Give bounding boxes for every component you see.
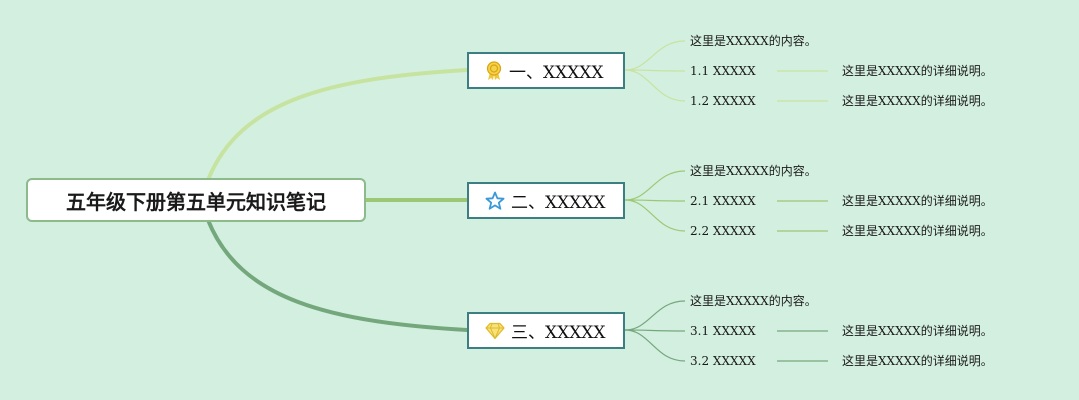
branch-topic-2[interactable]: 二、XXXXX	[467, 182, 625, 219]
trunk-connector-1	[206, 68, 469, 182]
branch-label-1: 一、XXXXX	[509, 63, 604, 83]
subtopic-3-1-detail[interactable]: 这里是XXXXX的详细说明。	[842, 324, 993, 338]
subtopic-1-2[interactable]: 1.2 XXXXX	[690, 94, 756, 108]
subtopic-1-1[interactable]: 1.1 XXXXX	[690, 64, 756, 78]
branch-label-3: 三、XXXXX	[511, 323, 606, 343]
subtopic-2-1[interactable]: 2.1 XXXXX	[690, 194, 756, 208]
subtopic-1-1-detail[interactable]: 这里是XXXXX的详细说明。	[842, 64, 993, 78]
leaf-connector	[624, 329, 686, 362]
leaf-connector	[624, 199, 686, 232]
leaf-connectors-1	[624, 40, 828, 102]
subtopic-1-2-detail[interactable]: 这里是XXXXX的详细说明。	[842, 94, 993, 108]
subtopic-3-1[interactable]: 3.1 XXXXX	[690, 324, 756, 338]
award-ribbon-icon	[486, 60, 502, 80]
subtopic-2-1-detail[interactable]: 这里是XXXXX的详细说明。	[842, 194, 993, 208]
diamond-icon	[485, 322, 505, 339]
branch-topic-3[interactable]: 三、XXXXX	[467, 312, 625, 349]
branch-2-content[interactable]: 这里是XXXXX的内容。	[690, 164, 817, 178]
subtopic-2-2[interactable]: 2.2 XXXXX	[690, 224, 756, 238]
subtopic-3-2-detail[interactable]: 这里是XXXXX的详细说明。	[842, 354, 993, 368]
root-topic[interactable]: 五年级下册第五单元知识笔记	[26, 178, 366, 222]
leaf-connector	[624, 199, 686, 202]
leaf-connector	[624, 329, 686, 332]
subtopic-3-2[interactable]: 3.2 XXXXX	[690, 354, 756, 368]
branch-label-2: 二、XXXXX	[511, 193, 606, 213]
leaf-connector	[624, 170, 686, 201]
leaf-connector	[624, 69, 686, 72]
leaf-connector	[624, 69, 686, 102]
leaf-connector	[624, 40, 686, 71]
leaf-connector	[624, 300, 686, 331]
branch-topic-1[interactable]: 一、XXXXX	[467, 52, 625, 89]
leaf-connectors-2	[624, 170, 828, 232]
root-title: 五年级下册第五单元知识笔记	[66, 189, 326, 214]
trunk-connector-3	[206, 218, 469, 332]
star-icon	[485, 191, 505, 210]
subtopic-2-2-detail[interactable]: 这里是XXXXX的详细说明。	[842, 224, 993, 238]
branch-1-content[interactable]: 这里是XXXXX的内容。	[690, 34, 817, 48]
branch-3-content[interactable]: 这里是XXXXX的内容。	[690, 294, 817, 308]
leaf-connectors-3	[624, 300, 828, 362]
